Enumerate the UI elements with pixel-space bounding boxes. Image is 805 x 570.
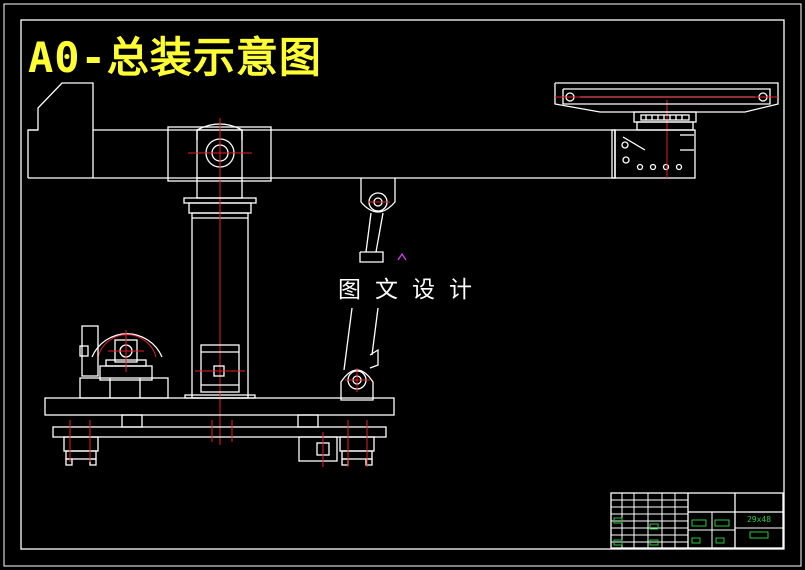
hydraulic-strut (343, 178, 396, 371)
sheet-inner-border (20, 19, 785, 550)
boom-arm (27, 82, 616, 179)
crosshair-caret-icon (397, 252, 407, 261)
drive-motor (195, 344, 245, 393)
left-wheel-set (63, 420, 99, 466)
drawing-title: A0-总装示意图 (28, 33, 322, 82)
watermark-text: 图文设计 (338, 277, 486, 303)
sheet-outer-border (3, 3, 802, 567)
right-wheel-set (298, 420, 375, 467)
title-block: 29x48 (610, 492, 784, 549)
strut-base-pivot (340, 368, 374, 401)
base-frame (44, 397, 395, 442)
column (183, 197, 257, 445)
slewing-gear (79, 325, 169, 399)
title-block-code: 29x48 (747, 515, 771, 524)
top-carriage (554, 82, 779, 131)
